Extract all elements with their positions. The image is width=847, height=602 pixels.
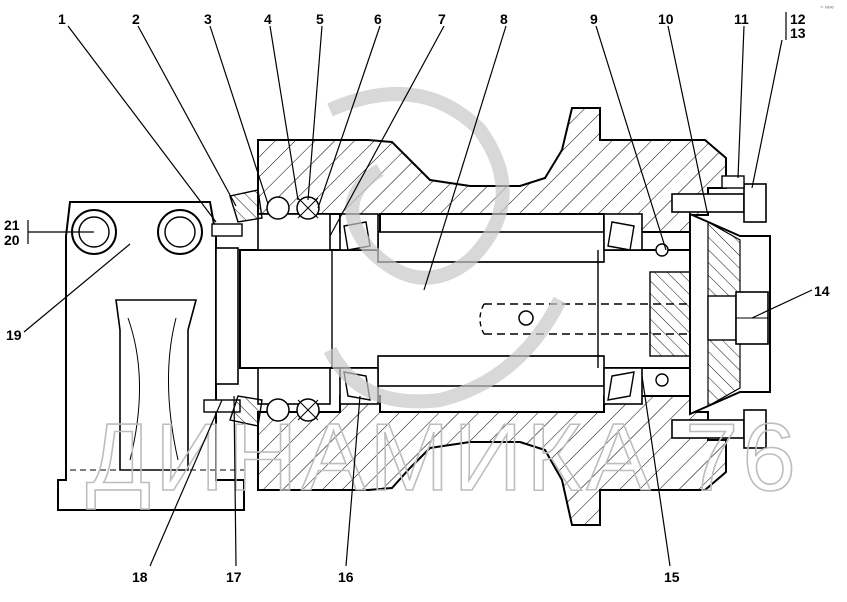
callout-19: 19	[6, 327, 22, 343]
callout-10: 10	[658, 11, 674, 27]
callout-16: 16	[338, 569, 354, 585]
tapered-bearing-right	[603, 213, 669, 405]
leader-lines	[23, 12, 813, 567]
callout-4: 4	[264, 11, 272, 27]
callout-8: 8	[500, 11, 508, 27]
callout-7: 7	[438, 11, 446, 27]
double-row-bearing	[257, 196, 331, 422]
cover-bolt-bottom	[671, 409, 767, 449]
callout-12: 12	[790, 11, 806, 27]
callout-6: 6	[374, 11, 382, 27]
callout-9: 9	[590, 11, 598, 27]
callout-20: 20	[4, 232, 20, 248]
callout-3: 3	[204, 11, 212, 27]
callout-15: 15	[664, 569, 680, 585]
watermark: ДИНАМИКА 76	[85, 87, 800, 512]
end-cover	[689, 212, 771, 416]
callout-2: 2	[132, 11, 140, 27]
callout-11: 11	[734, 11, 749, 27]
callout-1: 1	[58, 11, 66, 27]
callout-18: 18	[132, 569, 148, 585]
callout-21: 21	[4, 217, 20, 233]
corner-mark: ~ ∞∞	[820, 5, 834, 11]
callout-17: 17	[226, 569, 242, 585]
watermark-text: ДИНАМИКА 76	[86, 404, 800, 511]
support-bracket	[57, 189, 263, 511]
callout-14: 14	[814, 283, 830, 299]
callout-labels: 1 2 3 4 5 6 7 8 9 10 11 12 13 14 15 16 1…	[4, 5, 834, 585]
cover-bolt-top	[671, 175, 767, 223]
callout-13: 13	[790, 25, 806, 41]
callout-5: 5	[316, 11, 324, 27]
